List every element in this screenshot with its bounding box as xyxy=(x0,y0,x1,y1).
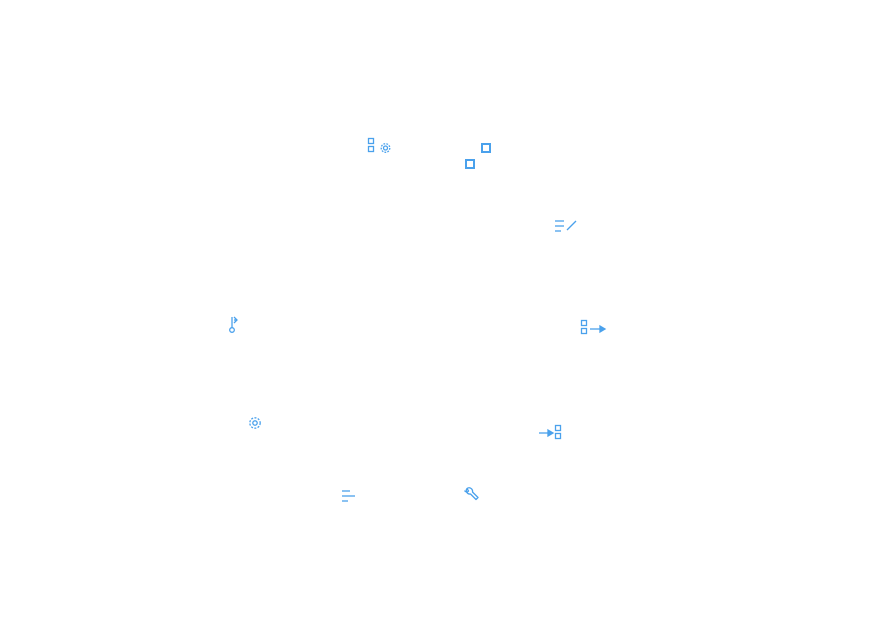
grid-gear-icon[interactable] xyxy=(367,137,393,155)
wrench-icon[interactable] xyxy=(464,486,480,502)
arrow-into-grid-icon[interactable] xyxy=(538,423,566,441)
gear-icon[interactable] xyxy=(246,414,264,432)
key-icon[interactable] xyxy=(226,315,240,335)
list-align-icon[interactable] xyxy=(340,488,358,504)
scatter-squares-icon[interactable] xyxy=(463,141,493,171)
list-edit-icon[interactable] xyxy=(553,218,579,234)
grid-arrow-right-icon[interactable] xyxy=(580,319,608,337)
